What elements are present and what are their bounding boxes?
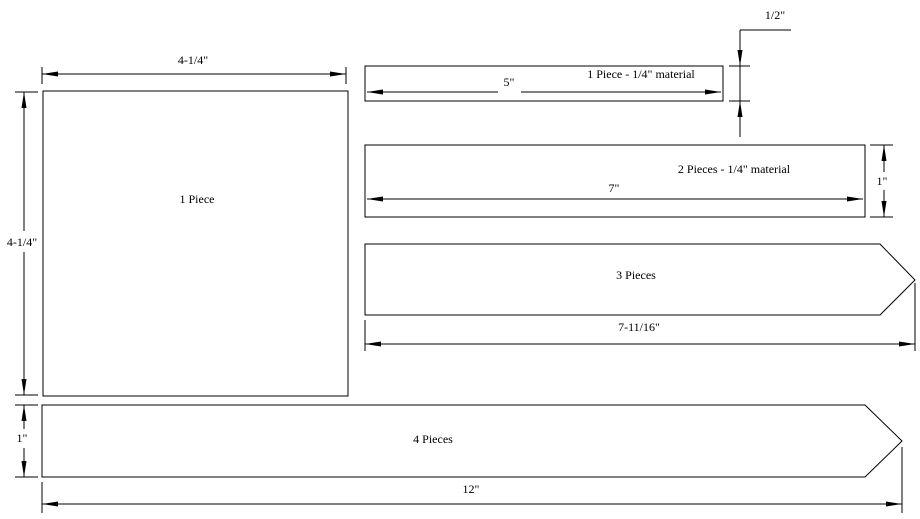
arrowhead: [737, 50, 743, 66]
arrowhead: [21, 92, 27, 108]
arrowhead: [42, 71, 58, 77]
medium-strip-length-label: 7": [609, 181, 620, 195]
arrowhead: [21, 405, 27, 421]
arrowhead: [847, 196, 863, 202]
pointed-short-length-dimension: 7-11/16": [364, 283, 916, 351]
pointed-short-piece: 3 Pieces: [364, 243, 916, 316]
square-height-dimension: 4-1/4": [7, 91, 38, 396]
arrowhead: [737, 101, 743, 117]
medium-strip-piece: 2 Pieces - 1/4" material 7": [364, 144, 866, 218]
pointed-long-outline: [41, 404, 903, 478]
pointed-short-outline: [364, 243, 916, 316]
pointed-short-label: 3 Pieces: [616, 268, 656, 282]
square-piece-label: 1 Piece: [180, 192, 215, 206]
medium-strip-height-dimension: 1": [870, 144, 893, 218]
small-strip-label: 1 Piece - 1/4" material: [587, 67, 695, 81]
arrowhead: [21, 379, 27, 395]
arrowhead: [42, 501, 58, 507]
medium-strip-outline: [364, 144, 866, 218]
arrowhead: [705, 89, 721, 95]
pointed-long-height-dimension: 1": [15, 404, 38, 478]
pointed-long-length-label: 12": [463, 482, 480, 496]
square-height-label: 4-1/4": [7, 235, 37, 249]
small-strip-piece: 1 Piece - 1/4" material 5": [364, 65, 724, 102]
small-strip-length-label: 5": [504, 75, 515, 89]
pointed-short-length-label: 7-11/16": [618, 320, 660, 334]
arrowhead: [367, 196, 383, 202]
medium-strip-label: 2 Pieces - 1/4" material: [678, 162, 791, 176]
arrowhead: [899, 341, 915, 347]
arrowhead: [330, 71, 346, 77]
arrowhead: [21, 461, 27, 477]
arrowhead: [886, 501, 902, 507]
square-piece-outline: [42, 90, 349, 397]
arrowhead: [881, 145, 887, 161]
arrowhead: [367, 89, 383, 95]
medium-strip-height-label: 1": [877, 174, 888, 188]
pointed-long-label: 4 Pieces: [413, 432, 453, 446]
square-piece: 1 Piece: [42, 90, 349, 397]
small-strip-thickness-dimension: 1/2": [729, 8, 791, 137]
square-width-label: 4-1/4": [178, 53, 208, 67]
pointed-long-piece: 4 Pieces: [41, 404, 903, 478]
square-width-dimension: 4-1/4": [41, 53, 347, 84]
small-strip-outline: [364, 65, 724, 102]
arrowhead: [365, 341, 381, 347]
pointed-long-length-dimension: 12": [41, 447, 903, 513]
small-strip-thickness-label: 1/2": [765, 8, 785, 22]
arrowhead: [881, 201, 887, 217]
pointed-long-height-label: 1": [17, 431, 28, 445]
